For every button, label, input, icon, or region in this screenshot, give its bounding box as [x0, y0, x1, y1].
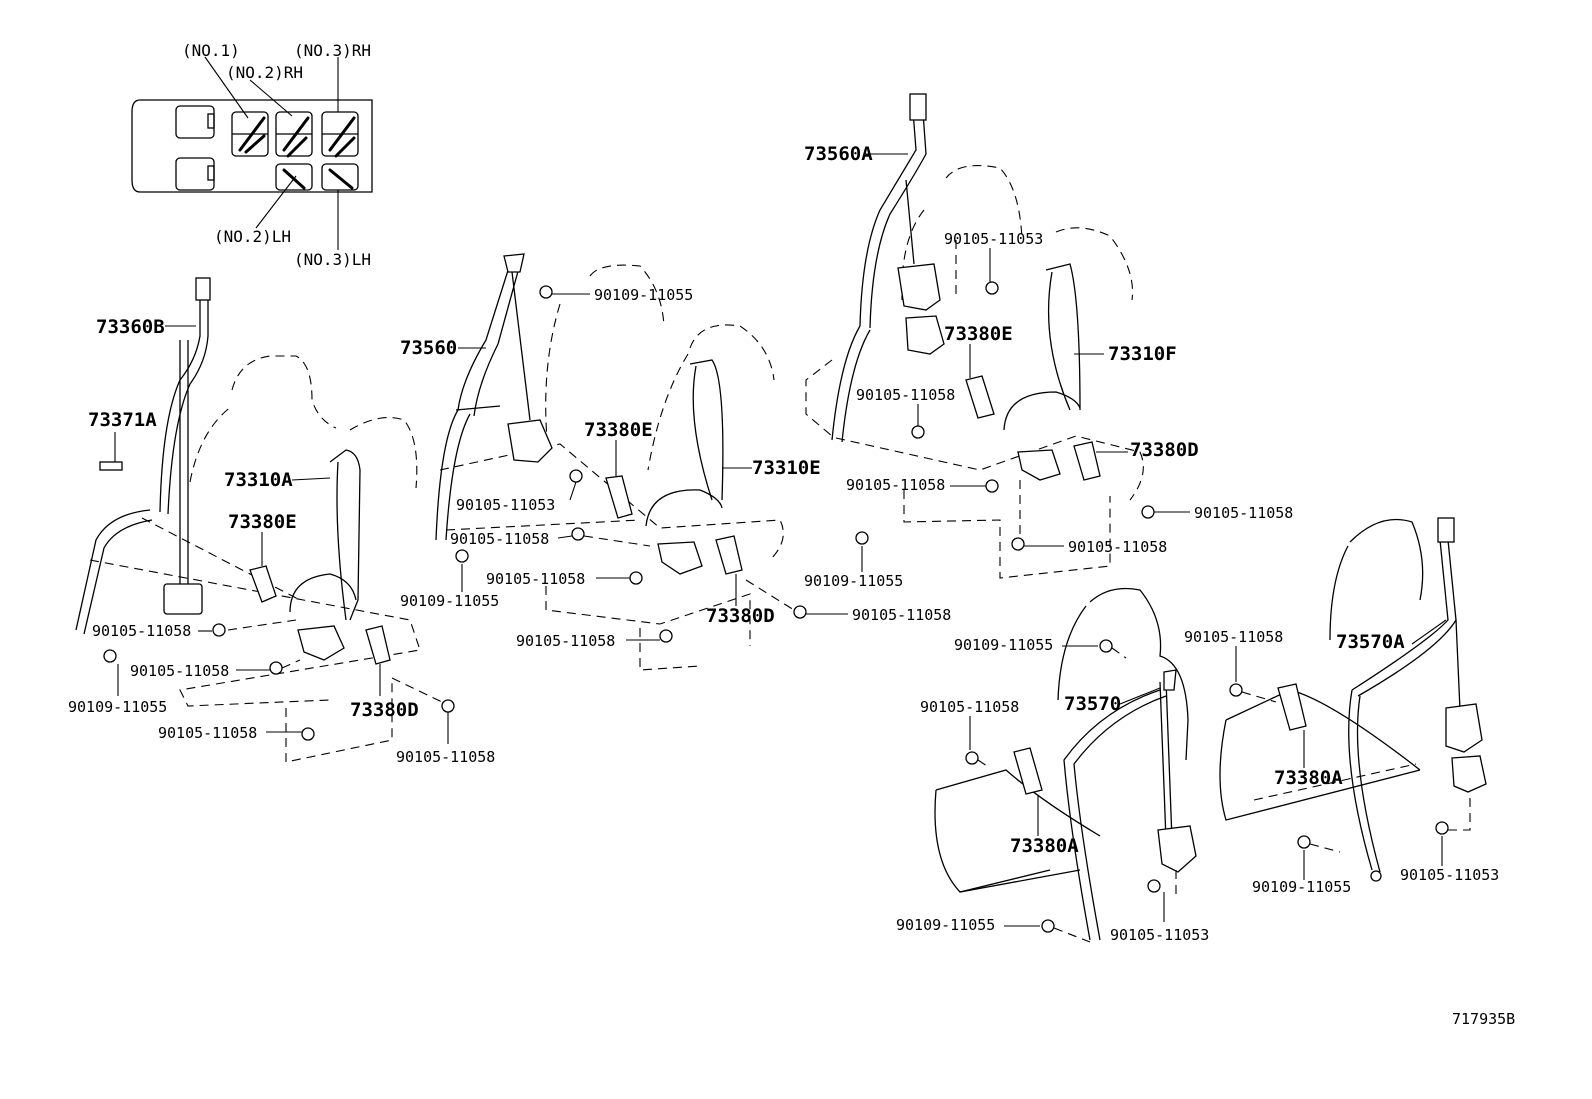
label-73380E-upper-right: 73380E — [944, 323, 1013, 345]
label-90105-11053-middle: 90105-11053 — [456, 496, 555, 514]
label-73570A: 73570A — [1336, 631, 1405, 653]
label-90105-11058-left-3: 90105-11058 — [158, 724, 257, 742]
label-73310A: 73310A — [224, 469, 293, 491]
label-73380D-left: 73380D — [350, 699, 419, 721]
seat-group-lower-right — [1219, 517, 1487, 882]
label-73310F: 73310F — [1108, 343, 1177, 365]
locator-no3-rh-label: (NO.3)RH — [294, 41, 371, 60]
label-90105-11058-left-2: 90105-11058 — [130, 662, 229, 680]
label-90105-11058-upper-right-1: 90105-11058 — [856, 386, 955, 404]
label-90105-11053-lower-right: 90105-11053 — [1400, 866, 1499, 884]
label-73560A: 73560A — [804, 143, 873, 165]
label-90109-11055-middle-1: 90109-11055 — [594, 286, 693, 304]
seat-group-lower-middle — [934, 587, 1197, 943]
label-73380A-lower-middle: 73380A — [1010, 835, 1079, 857]
label-90105-11058-middle-3: 90105-11058 — [516, 632, 615, 650]
label-73310E: 73310E — [752, 457, 821, 479]
label-73371A: 73371A — [88, 409, 157, 431]
label-90109-11055-upper-right: 90109-11055 — [804, 572, 903, 590]
label-90105-11058-middle-4: 90105-11058 — [852, 606, 951, 624]
label-90105-11058-left-4: 90105-11058 — [396, 748, 495, 766]
label-90105-11058-left-1: 90105-11058 — [92, 622, 191, 640]
label-90109-11055-left: 90109-11055 — [68, 698, 167, 716]
label-90109-11055-lower-middle-2: 90109-11055 — [896, 916, 995, 934]
label-90105-11058-upper-right-2: 90105-11058 — [846, 476, 945, 494]
label-73360B: 73360B — [96, 316, 165, 338]
locator-no2-lh-label: (NO.2)LH — [214, 227, 291, 246]
label-90105-11053-lower-middle: 90105-11053 — [1110, 926, 1209, 944]
vehicle-locator — [131, 56, 373, 250]
label-90105-11058-upper-right-3: 90105-11058 — [1194, 504, 1293, 522]
label-90105-11058-lower-middle: 90105-11058 — [920, 698, 1019, 716]
label-90105-11058-upper-right-4: 90105-11058 — [1068, 538, 1167, 556]
label-73380E-middle: 73380E — [584, 419, 653, 441]
label-73380A-lower-right: 73380A — [1274, 767, 1343, 789]
label-73380E-left: 73380E — [228, 511, 297, 533]
label-90105-11058-middle-2: 90105-11058 — [486, 570, 585, 588]
seat-group-middle — [435, 253, 807, 671]
seat-group-upper-right — [805, 93, 1155, 579]
locator-no2-rh-label: (NO.2)RH — [226, 63, 303, 82]
seat-group-left — [75, 277, 455, 763]
label-90109-11055-lower-right: 90109-11055 — [1252, 878, 1351, 896]
locator-no1-label: (NO.1) — [182, 41, 240, 60]
label-90105-11058-middle-1: 90105-11058 — [450, 530, 549, 548]
diagram-id: 717935B — [1452, 1010, 1515, 1028]
label-90109-11055-middle-2: 90109-11055 — [400, 592, 499, 610]
label-90109-11055-lower-middle-1: 90109-11055 — [954, 636, 1053, 654]
locator-no3-lh-label: (NO.3)LH — [294, 250, 371, 269]
label-90105-11058-lower-right: 90105-11058 — [1184, 628, 1283, 646]
label-73380D-upper-right: 73380D — [1130, 439, 1199, 461]
label-73380D-middle: 73380D — [706, 605, 775, 627]
label-73570: 73570 — [1064, 693, 1121, 715]
label-73560: 73560 — [400, 337, 457, 359]
label-90105-11053-upper-right: 90105-11053 — [944, 230, 1043, 248]
